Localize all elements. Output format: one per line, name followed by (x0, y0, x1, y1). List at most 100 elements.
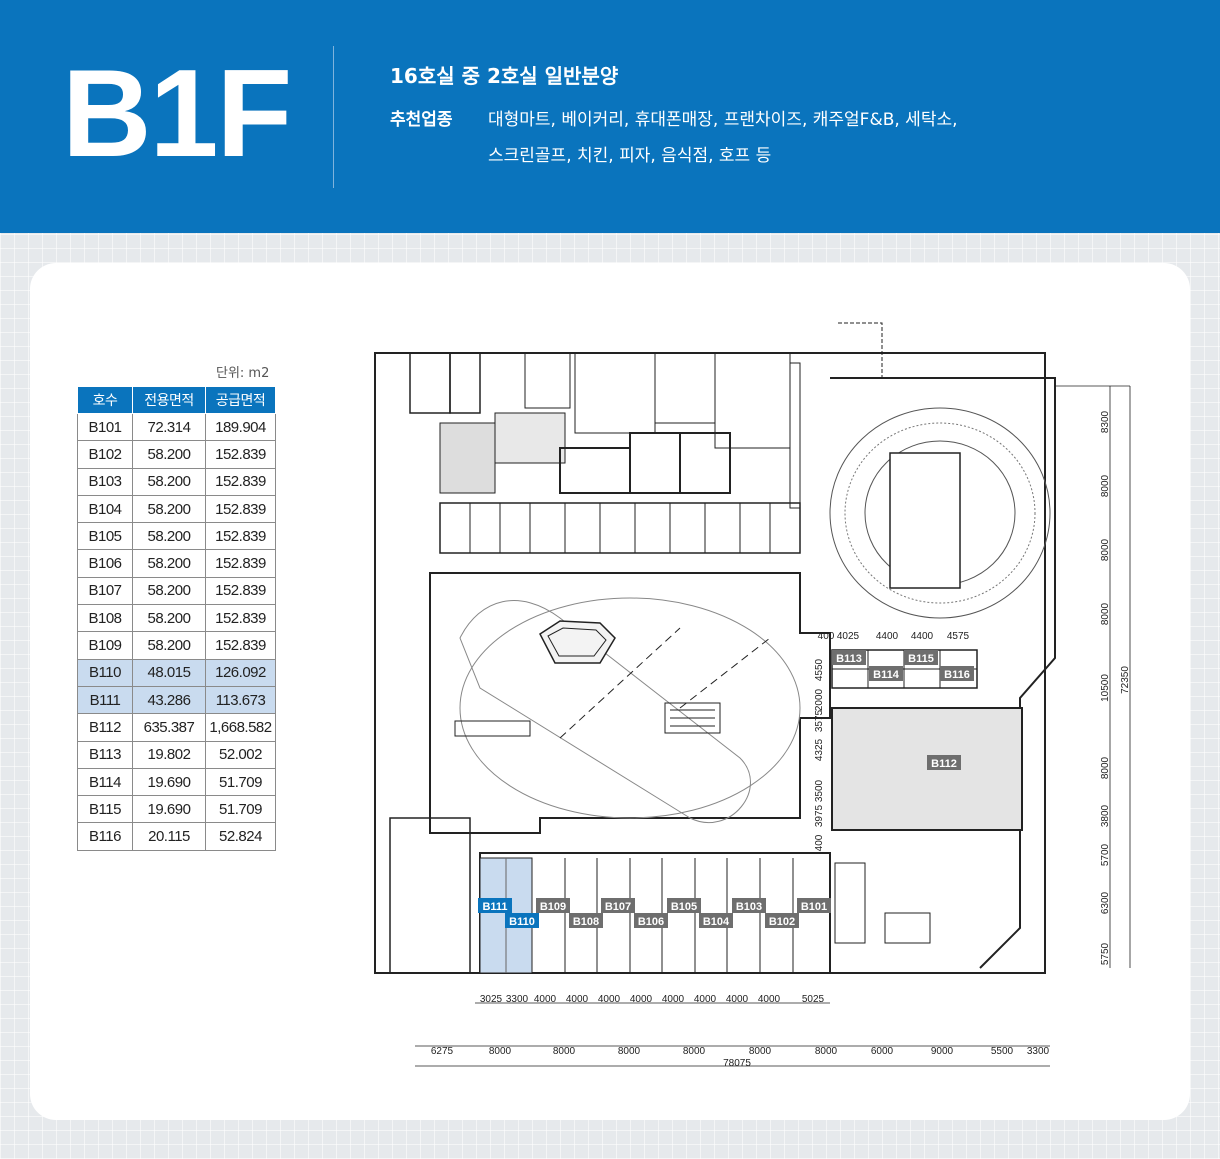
exclusive-area-cell: 43.286 (132, 685, 206, 715)
unit-tag-label: B101 (801, 901, 827, 913)
dimension-label: 8000 (1100, 756, 1111, 779)
dimension-label: 4025 (837, 631, 860, 642)
dimension-label: 8000 (749, 1046, 772, 1057)
unit-tag-box (601, 898, 635, 913)
dimension-label: 3800 (1100, 804, 1111, 827)
unit-tag-label: B104 (703, 916, 730, 928)
unit-cell: B105 (77, 522, 133, 551)
supply-area-cell: 51.709 (205, 795, 276, 824)
supply-area-cell: 189.904 (205, 412, 276, 442)
unit-tag-box (505, 913, 539, 928)
unit-tag-label: B109 (540, 901, 566, 913)
exclusive-area-cell: 58.200 (132, 604, 206, 633)
col-header-exclusive: 전용면적 (132, 386, 206, 414)
dimension-label: 6000 (871, 1046, 894, 1057)
dimension-label: 9000 (931, 1046, 954, 1057)
exclusive-area-cell: 58.200 (132, 494, 206, 524)
recommend-line-2: 스크린골프, 치킨, 피자, 음식점, 호프 등 (488, 146, 772, 166)
dimension-label: 4000 (630, 994, 653, 1005)
dimension-label: 8000 (489, 1046, 512, 1057)
exclusive-area-cell: 48.015 (132, 658, 206, 687)
exclusive-area-cell: 58.200 (132, 467, 206, 496)
recommend-label: 추천업종 (390, 110, 453, 130)
dimension-label: 8000 (618, 1046, 641, 1057)
unit-tag-box (927, 755, 961, 770)
dimension-label: 4575 (947, 631, 970, 642)
dimension-label: 4400 (911, 631, 934, 642)
unit-tag: B115 (904, 650, 938, 665)
unit-tag-box (832, 650, 866, 665)
dimension-label: 4400 (876, 631, 899, 642)
dimension-label: 3975 (814, 804, 825, 827)
dimension-label: 4000 (598, 994, 621, 1005)
exclusive-area-cell: 58.200 (132, 549, 206, 578)
supply-area-cell: 152.839 (205, 604, 276, 633)
unit-tag-box (569, 913, 603, 928)
supply-area-cell: 152.839 (205, 576, 276, 606)
supply-area-cell: 52.824 (205, 822, 276, 851)
unit-tag-box (667, 898, 701, 913)
unit-tag: B116 (940, 666, 974, 681)
unit-cell: B115 (77, 795, 133, 824)
unit-tag: B111 (478, 898, 512, 913)
unit-tag: B108 (569, 913, 603, 928)
exclusive-area-cell: 72.314 (132, 412, 206, 442)
unit-tag: B113 (832, 650, 866, 665)
exclusive-area-cell: 19.690 (132, 795, 206, 824)
unit-cell: B101 (77, 412, 133, 442)
dimension-label: 8000 (1100, 538, 1111, 561)
dimension-label: 6300 (1100, 891, 1111, 914)
supply-area-cell: 51.709 (205, 767, 276, 797)
dimension-label: 2000 (814, 688, 825, 711)
exclusive-area-cell: 635.387 (132, 713, 206, 742)
dimension-label: 8000 (683, 1046, 706, 1057)
unit-tag: B105 (667, 898, 701, 913)
dimension-label: 5700 (1100, 843, 1111, 866)
supply-area-cell: 52.002 (205, 740, 276, 769)
unit-tag-label: B103 (736, 901, 762, 913)
unit-tag-label: B111 (482, 901, 507, 913)
dimension-label: 8000 (553, 1046, 576, 1057)
exclusive-area-cell: 58.200 (132, 440, 206, 469)
unit-tag: B107 (601, 898, 635, 913)
supply-area-cell: 152.839 (205, 467, 276, 496)
dimension-label: 4000 (662, 994, 685, 1005)
unit-cell: B111 (77, 685, 133, 715)
unit-tag-box (869, 666, 903, 681)
unit-cell: B116 (77, 822, 133, 851)
supply-area-cell: 152.839 (205, 494, 276, 524)
unit-tag-box (940, 666, 974, 681)
dimension-label: 3025 (480, 994, 503, 1005)
unit-tag: B109 (536, 898, 570, 913)
dimension-label: 5750 (1100, 942, 1111, 965)
unit-tag-box (634, 913, 668, 928)
dimension-label: 400 (818, 631, 835, 642)
unit-tag-label: B116 (944, 669, 970, 681)
supply-area-cell: 152.839 (205, 549, 276, 578)
supply-area-cell: 126.092 (205, 658, 276, 687)
dimension-label: 4550 (814, 658, 825, 681)
unit-tag: B102 (765, 913, 799, 928)
unit-cell: B106 (77, 549, 133, 578)
unit-cell: B104 (77, 494, 133, 524)
unit-tag: B104 (699, 913, 733, 928)
exclusive-area-cell: 19.802 (132, 740, 206, 769)
dimension-label: 4000 (758, 994, 781, 1005)
unit-cell: B110 (77, 658, 133, 687)
unit-cell: B114 (77, 767, 133, 797)
table-header-row: 호수 전용면적 공급면적 (77, 386, 276, 414)
unit-cell: B109 (77, 631, 133, 660)
dimension-label: 4000 (566, 994, 589, 1005)
supply-area-cell: 152.839 (205, 522, 276, 551)
col-header-supply: 공급면적 (205, 386, 276, 414)
unit-tag-label: B110 (509, 916, 535, 928)
dimension-label: 8000 (1100, 602, 1111, 625)
unit-tag-box (732, 898, 766, 913)
header-divider (333, 46, 334, 188)
